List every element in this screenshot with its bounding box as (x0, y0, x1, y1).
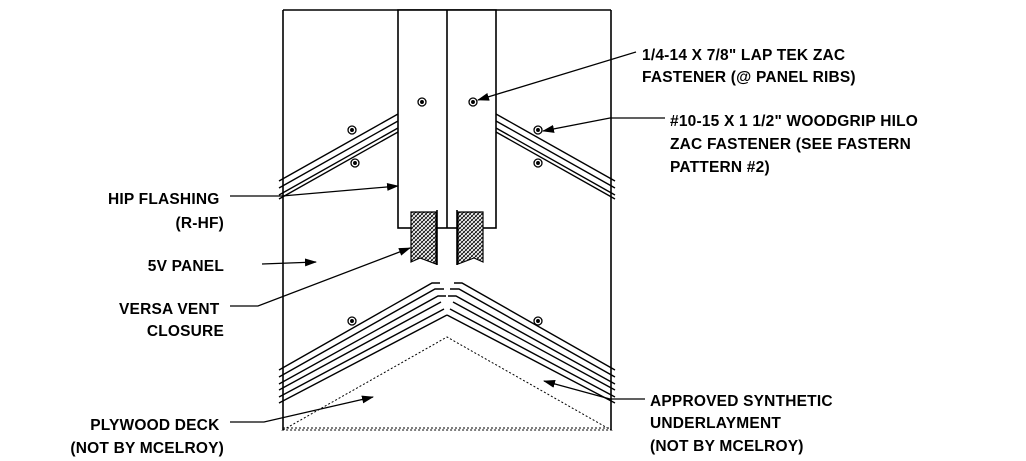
upper-panel-ribs-right (495, 113, 616, 200)
woodgrip-fastener-2 (350, 158, 360, 168)
versa-vent-closures (410, 210, 484, 265)
label-plywood-deck: PLYWOOD DECK (NOT BY MCELROY) (70, 417, 224, 457)
label-hip-flashing: HIP FLASHING (R-HF) (108, 191, 224, 232)
leader-lines (230, 51, 665, 423)
hip-flashing (397, 9, 497, 229)
plywood-deck (281, 336, 613, 431)
leader-underlayment (543, 380, 645, 400)
leader-closure (230, 247, 411, 307)
woodgrip-fastener-5 (347, 316, 357, 326)
leader-hip-flashing (230, 182, 399, 197)
lower-panel-ribs-right (446, 282, 616, 404)
woodgrip-fastener-1 (347, 125, 357, 135)
label-lap-tek-fastener: 1/4-14 X 7/8" LAP TEK ZAC FASTENER (@ PA… (642, 47, 856, 86)
woodgrip-fastener-6 (533, 316, 543, 326)
label-underlayment: APPROVED SYNTHETIC UNDERLAYMENT (NOT BY … (650, 393, 837, 455)
lower-panel-ribs-left (278, 282, 448, 404)
woodgrip-fastener-4 (533, 158, 543, 168)
upper-panel-ribs-left (278, 113, 399, 200)
leader-woodgrip (542, 117, 665, 133)
fasteners (347, 97, 543, 326)
label-woodgrip-fastener: #10-15 X 1 1/2" WOODGRIP HILO ZAC FASTEN… (670, 113, 923, 176)
leader-plywood (230, 395, 374, 423)
leader-panel (261, 258, 317, 267)
label-versa-vent-closure: VERSA VENT CLOSURE (119, 301, 224, 340)
woodgrip-fastener-3 (533, 125, 543, 135)
lap-tek-fastener-left (417, 97, 427, 107)
leader-lap-tek (477, 51, 637, 101)
label-5v-panel: 5V PANEL (148, 258, 224, 275)
lap-tek-fastener-right (468, 97, 478, 107)
